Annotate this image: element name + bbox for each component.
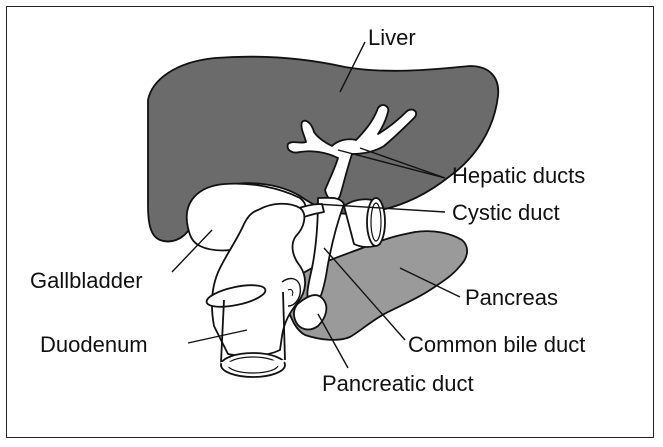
- vessel-opening: [367, 198, 385, 246]
- label-hepatic-ducts: Hepatic ducts: [452, 163, 585, 188]
- label-duodenum: Duodenum: [40, 332, 148, 357]
- label-gallbladder: Gallbladder: [30, 268, 143, 293]
- label-pancreatic-duct: Pancreatic duct: [322, 371, 474, 396]
- label-common-bile-duct: Common bile duct: [408, 332, 585, 357]
- label-pancreas: Pancreas: [465, 285, 558, 310]
- label-liver: Liver: [368, 25, 416, 50]
- label-cystic-duct: Cystic duct: [452, 200, 560, 225]
